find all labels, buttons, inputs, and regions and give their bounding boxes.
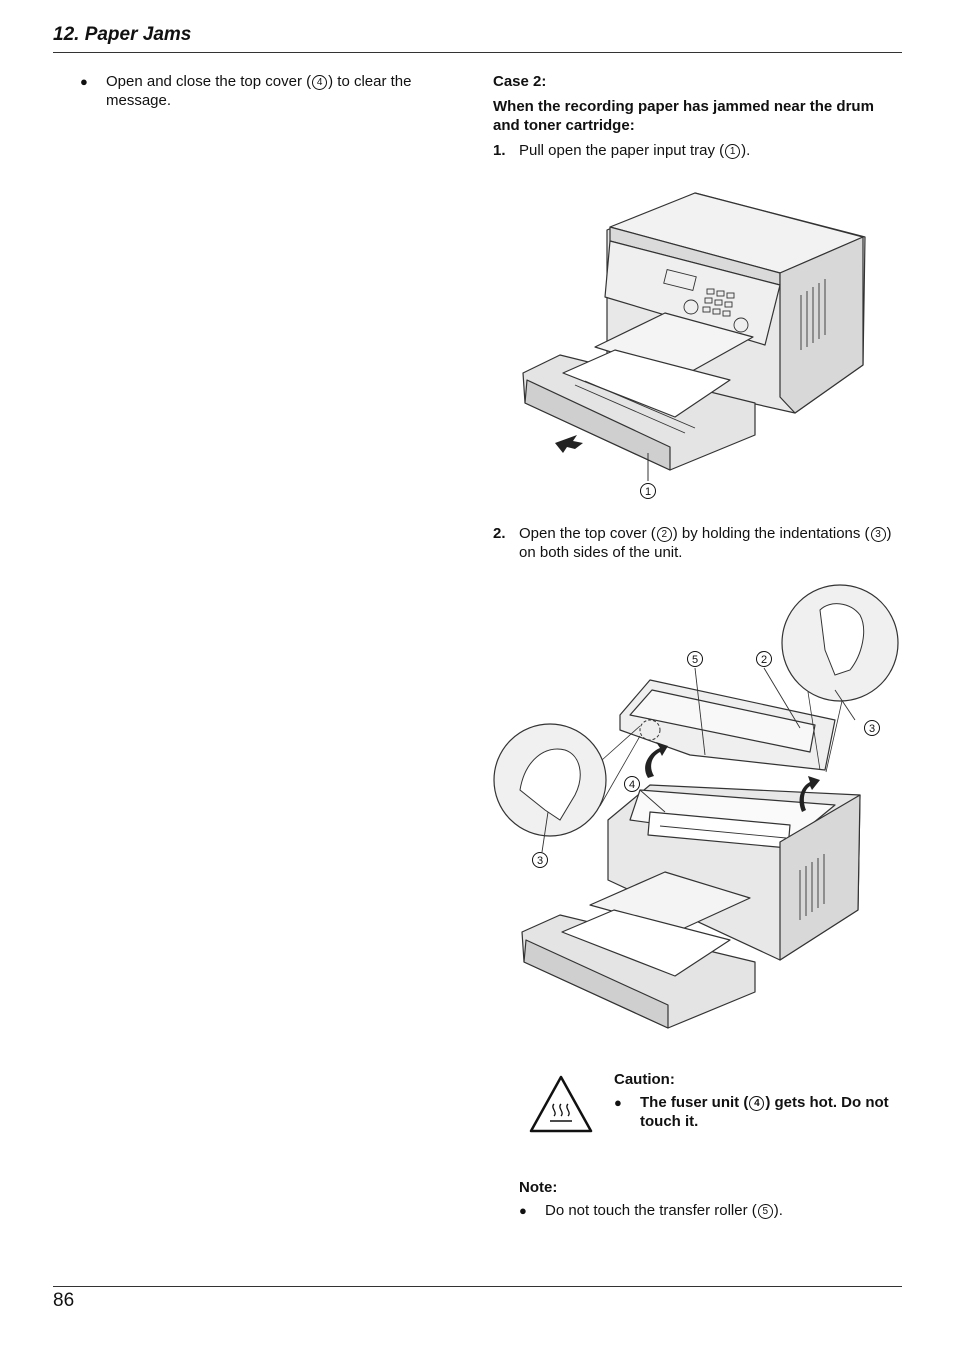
step-1-number: 1. <box>493 142 506 159</box>
printer-open-cover-figure: 5 2 3 4 3 <box>493 584 899 1029</box>
ref-circle-4: 4 <box>749 1096 765 1111</box>
figure1-callout-1: 1 <box>645 486 651 498</box>
footer-rule <box>53 1286 902 1287</box>
figure2-callout-5: 5 <box>692 654 698 666</box>
figure2-callout-3-left: 3 <box>537 855 543 867</box>
page-header-title: 12. Paper Jams <box>53 24 192 45</box>
ref-circle-5: 5 <box>757 1204 773 1219</box>
header-rule <box>53 52 902 53</box>
ref-circle-3: 3 <box>870 527 886 542</box>
ref-circle-4: 4 <box>312 75 328 90</box>
note-text: Do not touch the transfer roller (5). <box>545 1202 783 1219</box>
case-heading: When the recording paper has jammed near… <box>493 98 874 134</box>
step-2-text: Open the top cover (2) by holding the in… <box>519 525 892 561</box>
ref-circle-2: 2 <box>656 527 672 542</box>
bullet-dot: ● <box>519 1203 527 1218</box>
step-1-text: Pull open the paper input tray (1). <box>519 142 751 159</box>
page-number: 86 <box>53 1290 75 1311</box>
step-2-number: 2. <box>493 525 506 542</box>
caution-title: Caution: <box>614 1071 675 1088</box>
figure2-callout-3-right: 3 <box>869 723 875 735</box>
left-bullet-text: Open and close the top cover (4) to clea… <box>106 73 412 109</box>
figure2-callout-2: 2 <box>761 654 767 666</box>
figure2-callout-4: 4 <box>629 779 635 791</box>
case-label: Case 2: <box>493 73 547 90</box>
bullet-dot: ● <box>80 74 88 89</box>
hot-surface-warning-icon <box>529 1075 593 1133</box>
note-title: Note: <box>519 1179 558 1196</box>
bullet-dot: ● <box>614 1095 622 1110</box>
ref-circle-1: 1 <box>725 144 741 159</box>
printer-tray-figure: 1 <box>522 192 866 499</box>
caution-text: The fuser unit (4) gets hot. Do not touc… <box>640 1094 889 1130</box>
